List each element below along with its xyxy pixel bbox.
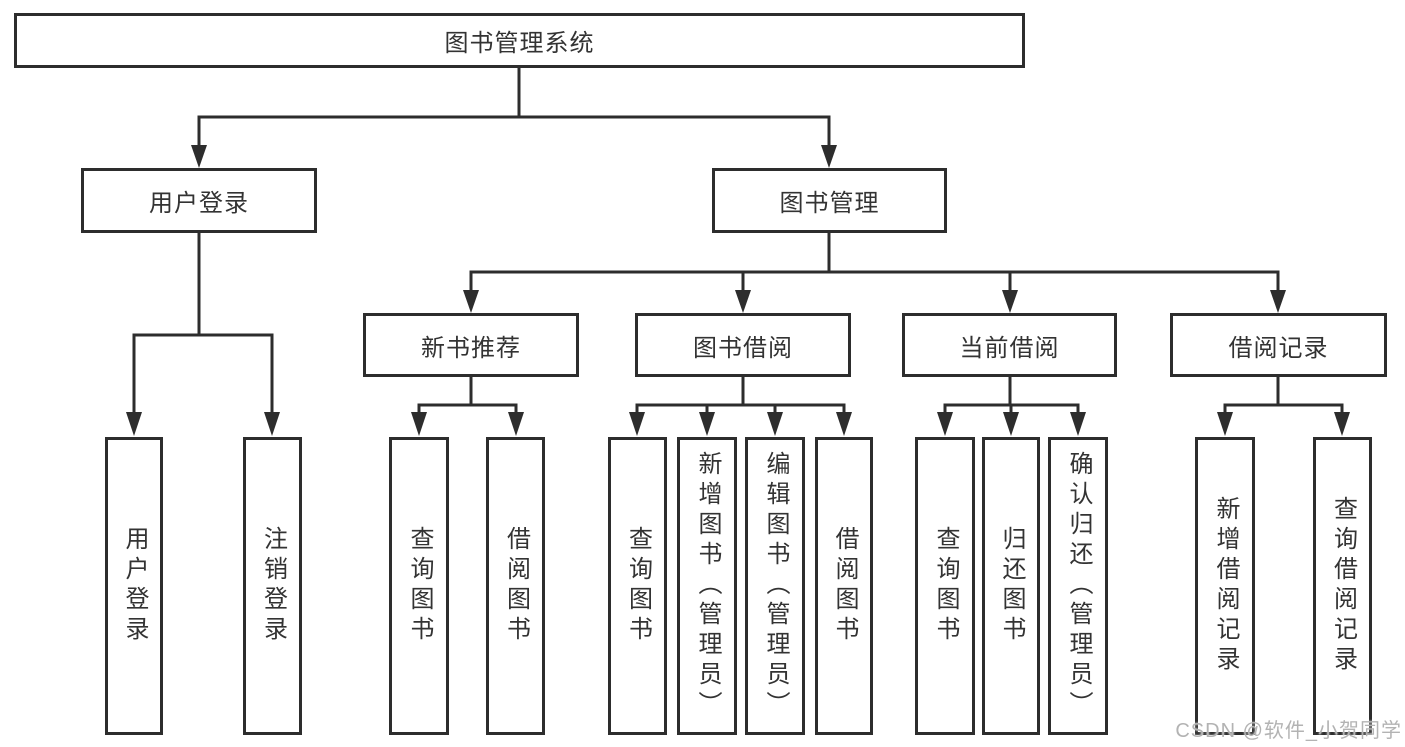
node-label: 查询图书 <box>406 526 433 646</box>
node-current-borrowing: 当前借阅 <box>902 313 1117 377</box>
node-label: 新增图书（管理员） <box>694 451 721 721</box>
node-label: 用户登录 <box>121 526 148 646</box>
leaf-borrow-books-newrec: 借阅图书 <box>486 437 545 735</box>
leaf-borrow-books-borrow: 借阅图书 <box>815 437 873 735</box>
node-label: 注销登录 <box>259 526 287 646</box>
node-label: 用户登录 <box>149 190 249 217</box>
node-label: 确认归还（管理员） <box>1065 451 1092 721</box>
leaf-query-borrow-record: 查询借阅记录 <box>1313 437 1372 735</box>
node-label: 查询图书 <box>624 526 652 646</box>
watermark: CSDN @软件_小贺同学 <box>1175 720 1402 742</box>
leaf-logout: 注销登录 <box>243 437 302 735</box>
leaf-query-books-borrow: 查询图书 <box>608 437 667 735</box>
leaf-return-books: 归还图书 <box>982 437 1040 735</box>
node-new-book-recommendation: 新书推荐 <box>363 313 579 377</box>
node-label: 借阅图书 <box>502 526 530 646</box>
node-book-management: 图书管理 <box>712 168 947 233</box>
node-label: 借阅记录 <box>1228 334 1329 362</box>
node-book-borrowing: 图书借阅 <box>635 313 851 377</box>
leaf-edit-book-admin: 编辑图书（管理员） <box>745 437 805 735</box>
node-library-management-system: 图书管理系统 <box>14 13 1025 68</box>
node-label: 查询借阅记录 <box>1329 496 1357 676</box>
node-label: 编辑图书（管理员） <box>762 451 789 721</box>
node-label: 借阅图书 <box>831 526 858 646</box>
leaf-user-login: 用户登录 <box>105 437 163 735</box>
node-user-login: 用户登录 <box>81 168 317 233</box>
node-label: 查询图书 <box>932 526 959 646</box>
leaf-query-books-current: 查询图书 <box>915 437 975 735</box>
node-label: 图书借阅 <box>693 334 793 362</box>
node-label: 新增借阅记录 <box>1212 496 1239 676</box>
node-label: 图书管理系统 <box>444 30 595 57</box>
leaf-query-books-newrec: 查询图书 <box>389 437 449 735</box>
node-borrowing-records: 借阅记录 <box>1170 313 1387 377</box>
node-label: 当前借阅 <box>959 334 1060 362</box>
node-label: 图书管理 <box>779 190 880 217</box>
leaf-add-borrow-record: 新增借阅记录 <box>1195 437 1255 735</box>
leaf-add-book-admin: 新增图书（管理员） <box>677 437 737 735</box>
arrowheads <box>126 145 1350 436</box>
leaf-confirm-return-admin: 确认归还（管理员） <box>1048 437 1108 735</box>
node-label: 归还图书 <box>998 526 1025 646</box>
node-label: 新书推荐 <box>421 334 521 362</box>
